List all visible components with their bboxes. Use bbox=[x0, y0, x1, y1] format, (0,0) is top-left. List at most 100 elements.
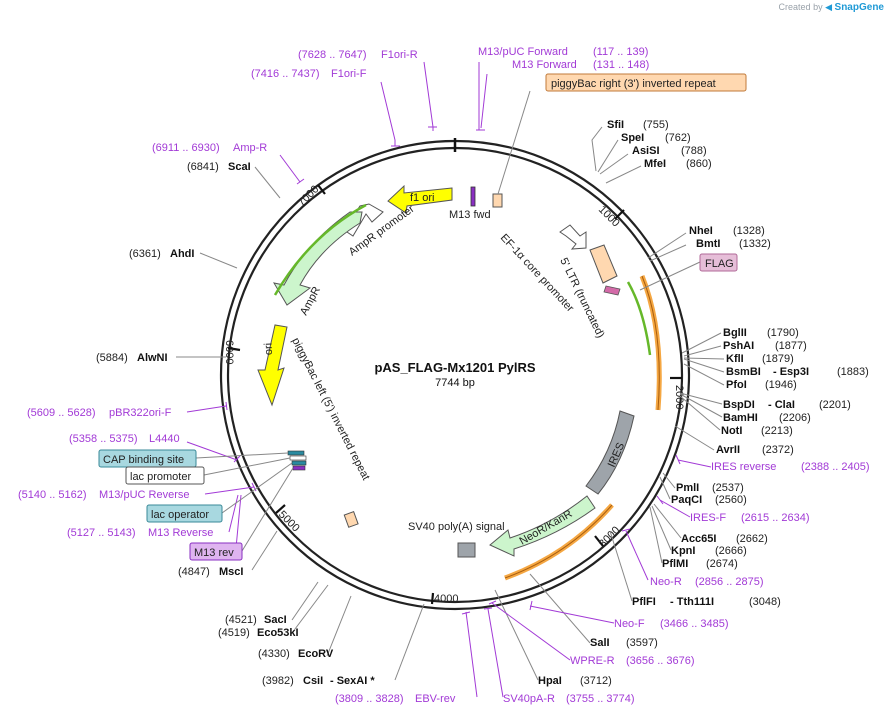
enzyme-spei-pos: (762) bbox=[665, 132, 691, 144]
sv40-polya-label: SV40 poly(A) signal bbox=[408, 521, 505, 533]
primer-f1ori-f-range: (7416 .. 7437) bbox=[251, 68, 320, 80]
primer-l4440-range: (5358 .. 5375) bbox=[69, 433, 138, 445]
enzyme-pflfi-name: PflFI bbox=[632, 596, 656, 608]
lac-region-markers bbox=[287, 450, 307, 471]
enzyme-pfoi-name: PfoI bbox=[726, 379, 747, 391]
enzyme-ecorv-name: EcoRV bbox=[298, 648, 334, 660]
primer-neo-r-range: (2856 .. 2875) bbox=[695, 576, 764, 588]
leader-piggybac-right bbox=[497, 90, 531, 195]
primer-m13-forward-name: M13 Forward bbox=[512, 59, 577, 71]
flag-text: FLAG bbox=[705, 258, 734, 270]
ori-label: ori bbox=[263, 343, 275, 356]
enzyme-csii-pos: (3982) bbox=[262, 675, 294, 687]
primer-neo-f-range: (3466 .. 3485) bbox=[660, 618, 729, 630]
enzyme-asisi-name: AsiSI bbox=[632, 145, 660, 157]
enzyme-bsmbi-extra: - Esp3I bbox=[773, 366, 809, 378]
enzyme-pflmi-pos: (2674) bbox=[706, 558, 738, 570]
enzyme-bamhi-name: BamHI bbox=[723, 412, 758, 424]
enzyme-scai-pos: (6841) bbox=[187, 161, 219, 173]
primer-m13puc-forward-range: (117 .. 139) bbox=[593, 46, 648, 58]
ires-label: IRES bbox=[606, 441, 627, 469]
primer-f1ori-r-name: F1ori-R bbox=[381, 49, 418, 61]
enzyme-paqci-pos: (2560) bbox=[715, 494, 747, 506]
scale-ticks bbox=[227, 184, 682, 605]
ampr-highlight bbox=[273, 203, 367, 296]
primer-f1ori-r-range: (7628 .. 7647) bbox=[298, 49, 367, 61]
piggybac-right-text: piggyBac right (3') inverted repeat bbox=[551, 78, 716, 90]
enzyme-bspdi-name: BspDI bbox=[723, 399, 755, 411]
primer-ebv-rev-name: EBV-rev bbox=[415, 693, 456, 705]
neokan-label: NeoR/KanR bbox=[518, 508, 575, 548]
primer-neo-r-name: Neo-R bbox=[650, 576, 682, 588]
enzyme-saci-pos: (4521) bbox=[225, 614, 257, 626]
enzyme-bmti-pos: (1332) bbox=[739, 238, 771, 250]
primer-l4440-name: L4440 bbox=[149, 433, 180, 445]
primer-m13puc-reverse-range: (5140 .. 5162) bbox=[18, 489, 87, 501]
enzyme-kpni-name: KpnI bbox=[671, 545, 695, 557]
enzyme-scai-name: ScaI bbox=[228, 161, 251, 173]
neokan-arrow bbox=[489, 495, 596, 557]
piggybac-right-box bbox=[545, 73, 747, 92]
enzyme-avrii-name: AvrII bbox=[716, 444, 740, 456]
ires-arrow bbox=[585, 410, 635, 495]
enzyme-eco53ki-name: Eco53kI bbox=[257, 627, 299, 639]
lac-operator-box bbox=[146, 504, 223, 523]
enzyme-noti-pos: (2213) bbox=[761, 425, 793, 437]
tick-label-6000: 6000 bbox=[223, 340, 235, 364]
brand-app-name: SnapGene bbox=[834, 2, 884, 13]
m13-fwd-label: M13 fwd bbox=[449, 209, 491, 221]
neo-highlight-right bbox=[639, 275, 662, 411]
primer-amp-r-range: (6911 .. 6930) bbox=[152, 142, 220, 154]
enzyme-eco53ki-pos: (4519) bbox=[218, 627, 250, 639]
flag-marker bbox=[603, 285, 621, 296]
enzyme-acc65i-name: Acc65I bbox=[681, 533, 716, 545]
primer-amp-r-name: Amp-R bbox=[233, 142, 267, 154]
ori-arrow bbox=[257, 324, 288, 407]
neo-highlight-bottom-line bbox=[504, 504, 613, 579]
enzyme-mfei-pos: (860) bbox=[686, 158, 712, 170]
tick-label-4000: 4000 bbox=[434, 593, 458, 605]
enzyme-paqci-name: PaqCI bbox=[671, 494, 702, 506]
leader-lines-lac bbox=[195, 452, 294, 552]
enzyme-alwni-pos: (5884) bbox=[96, 352, 128, 364]
enzyme-bspdi-extra: - ClaI bbox=[768, 399, 795, 411]
primer-pbr322ori-f-name: pBR322ori-F bbox=[109, 407, 172, 419]
enzyme-ecorv-pos: (4330) bbox=[258, 648, 290, 660]
primer-sv40pa-r-name: SV40pA-R bbox=[503, 693, 555, 705]
primer-ires-f-range: (2615 .. 2634) bbox=[741, 512, 810, 524]
enzyme-bsmbi-pos: (1883) bbox=[837, 366, 869, 378]
tick-label-2000: 2000 bbox=[673, 385, 685, 409]
primer-neo-f-name: Neo-F bbox=[614, 618, 645, 630]
enzyme-noti-name: NotI bbox=[721, 425, 742, 437]
enzyme-hpai-pos: (3712) bbox=[580, 675, 612, 687]
enzyme-mfei-name: MfeI bbox=[644, 158, 666, 170]
plasmid-size: 7744 bp bbox=[435, 377, 475, 389]
enzyme-pflfi-extra: - Tth111I bbox=[670, 596, 714, 608]
primer-m13puc-reverse-name: M13/pUC Reverse bbox=[99, 489, 189, 501]
enzyme-pflfi-pos: (3048) bbox=[749, 596, 781, 608]
primer-ires-reverse-range: (2388 .. 2405) bbox=[801, 461, 870, 473]
m13-rev-text: M13 rev bbox=[194, 547, 234, 559]
leader-lines-enzymes-top-right bbox=[591, 126, 701, 291]
enzyme-sfii-name: SfiI bbox=[607, 119, 624, 131]
primer-wpre-r-name: WPRE-R bbox=[570, 655, 615, 667]
primer-m13-forward-range: (131 .. 148) bbox=[593, 59, 649, 71]
flag-box bbox=[699, 253, 738, 272]
m13-rev-box bbox=[189, 542, 243, 561]
primer-ires-f-name: IRES-F bbox=[690, 512, 726, 524]
enzyme-saci-name: SacI bbox=[264, 614, 287, 626]
plasmid-name: pAS_FLAG-Mx1201 PylRS bbox=[374, 360, 535, 375]
enzyme-alwni-name: AlwNI bbox=[137, 352, 168, 364]
primer-m13-reverse-range: (5127 .. 5143) bbox=[67, 527, 136, 539]
enzyme-bspdi-pos: (2201) bbox=[819, 399, 851, 411]
enzyme-pflmi-name: PflMI bbox=[662, 558, 688, 570]
lac-promoter-box bbox=[125, 466, 205, 485]
enzyme-spei-name: SpeI bbox=[621, 132, 644, 144]
tick-label-7000: 7000 bbox=[296, 183, 322, 209]
lac-promoter-text: lac promoter bbox=[130, 471, 191, 483]
enzyme-pshai-name: PshAI bbox=[723, 340, 754, 352]
cap-binding-site-text: CAP binding site bbox=[103, 454, 184, 466]
primer-m13-reverse-name: M13 Reverse bbox=[148, 527, 213, 539]
brand-created-by: Created by bbox=[778, 2, 823, 12]
